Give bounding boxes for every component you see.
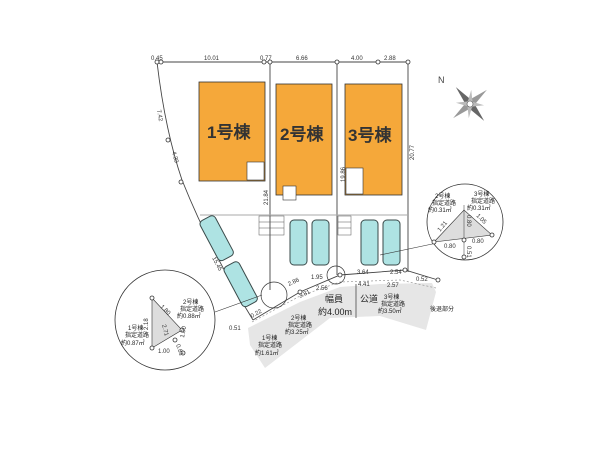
corner-marker-circle [260,281,288,309]
svg-text:約3.50㎡: 約3.50㎡ [378,307,402,315]
road-type: 公道 [360,293,378,304]
dim: 2.88 [384,56,396,62]
svg-text:指定道路: 指定道路 [180,305,204,313]
svg-text:0.51: 0.51 [465,246,471,258]
car [382,219,401,266]
svg-text:1.00: 1.00 [180,325,188,338]
compass-icon [453,87,487,121]
svg-text:約3.25㎡: 約3.25㎡ [285,328,309,336]
car [223,261,258,308]
road-width-label: 幅員 [325,293,343,304]
building-1: 1号棟 [198,81,266,182]
svg-text:約0.31㎡: 約0.31㎡ [467,204,491,212]
svg-text:指定道路: 指定道路 [471,197,495,205]
svg-text:指定道路: 指定道路 [381,300,405,308]
svg-text:約0.31㎡: 約0.31㎡ [428,206,452,214]
svg-text:約0.87㎡: 約0.87㎡ [121,339,145,347]
car [289,219,308,266]
car [199,215,234,262]
dim: 0.22 [250,308,264,319]
dim: 6.66 [296,56,308,62]
car [360,219,379,266]
detail-circle-right: 1.21 0.80 1.05 0.80 0.80 0.51 2号棟 指定道路 約… [426,183,504,261]
svg-text:2.18: 2.18 [144,318,150,330]
svg-text:指定道路: 指定道路 [258,341,282,349]
svg-text:2.71: 2.71 [160,324,169,337]
dim: 21.84 [264,189,270,205]
designated-road-3: 3号棟 指定道路 約3.50㎡ [378,293,405,315]
dim: 0.45 [151,56,163,62]
svg-text:0.80: 0.80 [472,239,484,245]
setback-line [251,279,437,323]
setback-label: 後退部分 [430,305,454,313]
designated-road-1: 1号棟 指定道路 約1.61㎡ [255,334,282,357]
svg-text:指定道路: 指定道路 [432,199,456,207]
dim: 20.77 [410,144,416,160]
svg-text:3号棟: 3号棟 [384,293,399,301]
dim: 2.86 [287,277,301,288]
detail-circle-left: 2.18 1.80 2.71 1.00 1.00 0.81 2号棟 指定道路 約… [114,269,216,371]
svg-text:3号棟: 3号棟 [474,190,489,198]
svg-text:指定道路: 指定道路 [288,321,312,329]
road-width-value: 約4.00m [318,306,352,317]
dim: 2.56 [316,286,328,292]
svg-text:2号棟: 2号棟 [435,192,450,200]
svg-text:約0.88㎡: 約0.88㎡ [177,312,201,320]
svg-text:1号棟: 1号棟 [262,334,277,342]
building-2: 2号棟 [275,83,333,201]
dim: 0.51 [229,326,241,332]
public-road [248,283,436,368]
svg-text:0.81: 0.81 [174,344,184,358]
designated-road-2: 2号棟 指定道路 約3.25㎡ [285,314,312,336]
dim: 0.52 [416,277,428,283]
dim: 3.64 [357,270,369,276]
building-2-label: 2号棟 [280,124,324,144]
corner-marker-circle [326,265,346,285]
dim: 19.86 [341,166,347,182]
svg-text:0.80: 0.80 [444,244,456,250]
dim: 1.95 [311,275,323,281]
dim: 10.01 [204,56,220,62]
svg-text:2号棟: 2号棟 [291,314,306,322]
svg-text:2号棟: 2号棟 [183,298,198,306]
car [311,219,330,266]
dim: 7.42 [155,109,163,122]
dim: 0.77 [260,56,272,62]
steps [258,215,352,236]
building-1-label: 1号棟 [207,122,251,142]
dim: 3.81 [298,289,312,300]
parking-cars [199,215,401,308]
svg-text:約1.61㎡: 約1.61㎡ [255,349,279,357]
building-3: 3号棟 [344,83,403,196]
compass-north-label: N [438,75,445,85]
building-3-label: 3号棟 [348,125,392,145]
dim: 2.57 [387,283,399,289]
svg-text:1.00: 1.00 [158,349,170,355]
svg-text:指定道路: 指定道路 [125,331,149,339]
boundary-markers [154,59,441,295]
dim: 4.39 [170,151,179,164]
dim: 4.00 [351,56,363,62]
dim: 2.54 [390,270,402,276]
svg-text:0.80: 0.80 [465,215,471,227]
svg-text:1号棟: 1号棟 [128,324,143,332]
dim: 4.41 [358,282,370,288]
